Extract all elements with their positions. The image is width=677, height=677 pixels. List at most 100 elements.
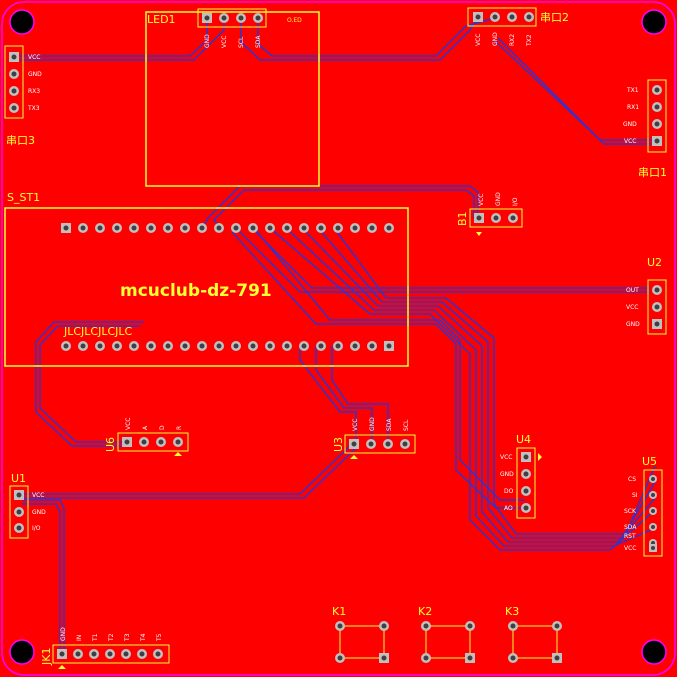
header-pad[interactable] [163, 341, 173, 351]
component-u4[interactable]: U4 VCC GND DO AO [500, 433, 542, 519]
header-pad[interactable] [129, 341, 139, 351]
component-u3[interactable]: U3 VCC GND SDA SCL [332, 417, 416, 459]
component-jk1[interactable]: JK1 GND IN T1 T2 T3 T4 T5 [40, 627, 170, 669]
pad[interactable] [57, 649, 67, 659]
pad[interactable] [521, 486, 531, 496]
header-pad[interactable] [265, 223, 275, 233]
header-pad[interactable] [146, 341, 156, 351]
pad[interactable] [508, 213, 518, 223]
pad[interactable] [649, 475, 657, 483]
pad[interactable] [156, 437, 166, 447]
header-pad[interactable] [316, 223, 326, 233]
component-k2[interactable]: K2 [418, 605, 475, 663]
pad[interactable] [236, 13, 246, 23]
pad[interactable] [383, 439, 393, 449]
header-pad[interactable] [367, 341, 377, 351]
pad[interactable] [473, 12, 483, 22]
pad[interactable] [400, 439, 410, 449]
header-pad[interactable] [231, 223, 241, 233]
component-s-st1[interactable]: S_ST1 JLCJLCJLCJLC [4, 191, 409, 367]
header-pad[interactable] [384, 223, 394, 233]
header-pad[interactable] [95, 223, 105, 233]
pad[interactable] [465, 653, 475, 663]
pad[interactable] [652, 102, 662, 112]
pad[interactable] [137, 649, 147, 659]
component-u1[interactable]: U1 VCC GND I/O [9, 472, 46, 539]
header-pad[interactable] [214, 341, 224, 351]
pad[interactable] [366, 439, 376, 449]
header-pad[interactable] [248, 341, 258, 351]
pad[interactable] [105, 649, 115, 659]
header-pad[interactable] [95, 341, 105, 351]
pad[interactable] [14, 523, 24, 533]
component-uart1[interactable]: TX1 RX1 GND VCC 串口1 [623, 79, 667, 179]
component-uart3[interactable]: VCC GND RX3 TX3 串口3 [4, 45, 42, 147]
component-u6[interactable]: U6 VCC A D R [104, 418, 189, 456]
component-b1[interactable]: B1 VCC GND I/O [456, 192, 523, 236]
pad[interactable] [349, 439, 359, 449]
pad[interactable] [649, 523, 657, 531]
pad[interactable] [14, 490, 24, 500]
pad[interactable] [521, 469, 531, 479]
pad[interactable] [652, 302, 662, 312]
header-pad[interactable] [316, 341, 326, 351]
pad[interactable] [508, 653, 518, 663]
component-u5[interactable]: U5 CS SI SCK SDA RST VCC [624, 455, 663, 557]
header-pad[interactable] [333, 341, 343, 351]
pad[interactable] [335, 621, 345, 631]
component-u2[interactable]: U2 OUT VCC GND [626, 256, 667, 335]
pad[interactable] [89, 649, 99, 659]
pad[interactable] [9, 103, 19, 113]
header-pad[interactable] [61, 341, 71, 351]
header-pad[interactable] [61, 223, 71, 233]
header-pad[interactable] [112, 223, 122, 233]
header-pad[interactable] [197, 223, 207, 233]
header-pad[interactable] [129, 223, 139, 233]
component-uart2[interactable]: 串口2 VCC GND RX2 TX2 [467, 7, 569, 47]
header-pad[interactable] [350, 223, 360, 233]
pad[interactable] [202, 13, 212, 23]
pad[interactable] [219, 13, 229, 23]
pad[interactable] [14, 507, 24, 517]
header-pad[interactable] [214, 223, 224, 233]
pad[interactable] [465, 621, 475, 631]
pad[interactable] [649, 544, 657, 552]
header-pad[interactable] [350, 341, 360, 351]
pad[interactable] [173, 437, 183, 447]
pad[interactable] [122, 437, 132, 447]
pad[interactable] [652, 85, 662, 95]
header-pad[interactable] [282, 341, 292, 351]
header-pad[interactable] [78, 341, 88, 351]
pad[interactable] [379, 621, 389, 631]
pad[interactable] [552, 653, 562, 663]
pad[interactable] [335, 653, 345, 663]
header-pad[interactable] [265, 341, 275, 351]
pad[interactable] [521, 503, 531, 513]
pad[interactable] [524, 12, 534, 22]
header-pad[interactable] [384, 341, 394, 351]
component-k3[interactable]: K3 [505, 605, 562, 663]
pad[interactable] [649, 507, 657, 515]
pad[interactable] [421, 621, 431, 631]
pad[interactable] [507, 12, 517, 22]
pad[interactable] [73, 649, 83, 659]
pad[interactable] [652, 136, 662, 146]
pad[interactable] [474, 213, 484, 223]
header-pad[interactable] [231, 341, 241, 351]
header-pad[interactable] [146, 223, 156, 233]
component-led1[interactable]: LED1 O.ED GND VCC SCL SDA [145, 8, 320, 187]
header-pad[interactable] [78, 223, 88, 233]
header-pad[interactable] [163, 223, 173, 233]
pad[interactable] [521, 452, 531, 462]
pad[interactable] [652, 119, 662, 129]
pad[interactable] [652, 319, 662, 329]
pad[interactable] [9, 52, 19, 62]
header-pad[interactable] [112, 341, 122, 351]
pad[interactable] [421, 653, 431, 663]
header-pad[interactable] [282, 223, 292, 233]
pad[interactable] [379, 653, 389, 663]
header-pad[interactable] [299, 341, 309, 351]
header-pad[interactable] [299, 223, 309, 233]
pad[interactable] [508, 621, 518, 631]
pad[interactable] [153, 649, 163, 659]
